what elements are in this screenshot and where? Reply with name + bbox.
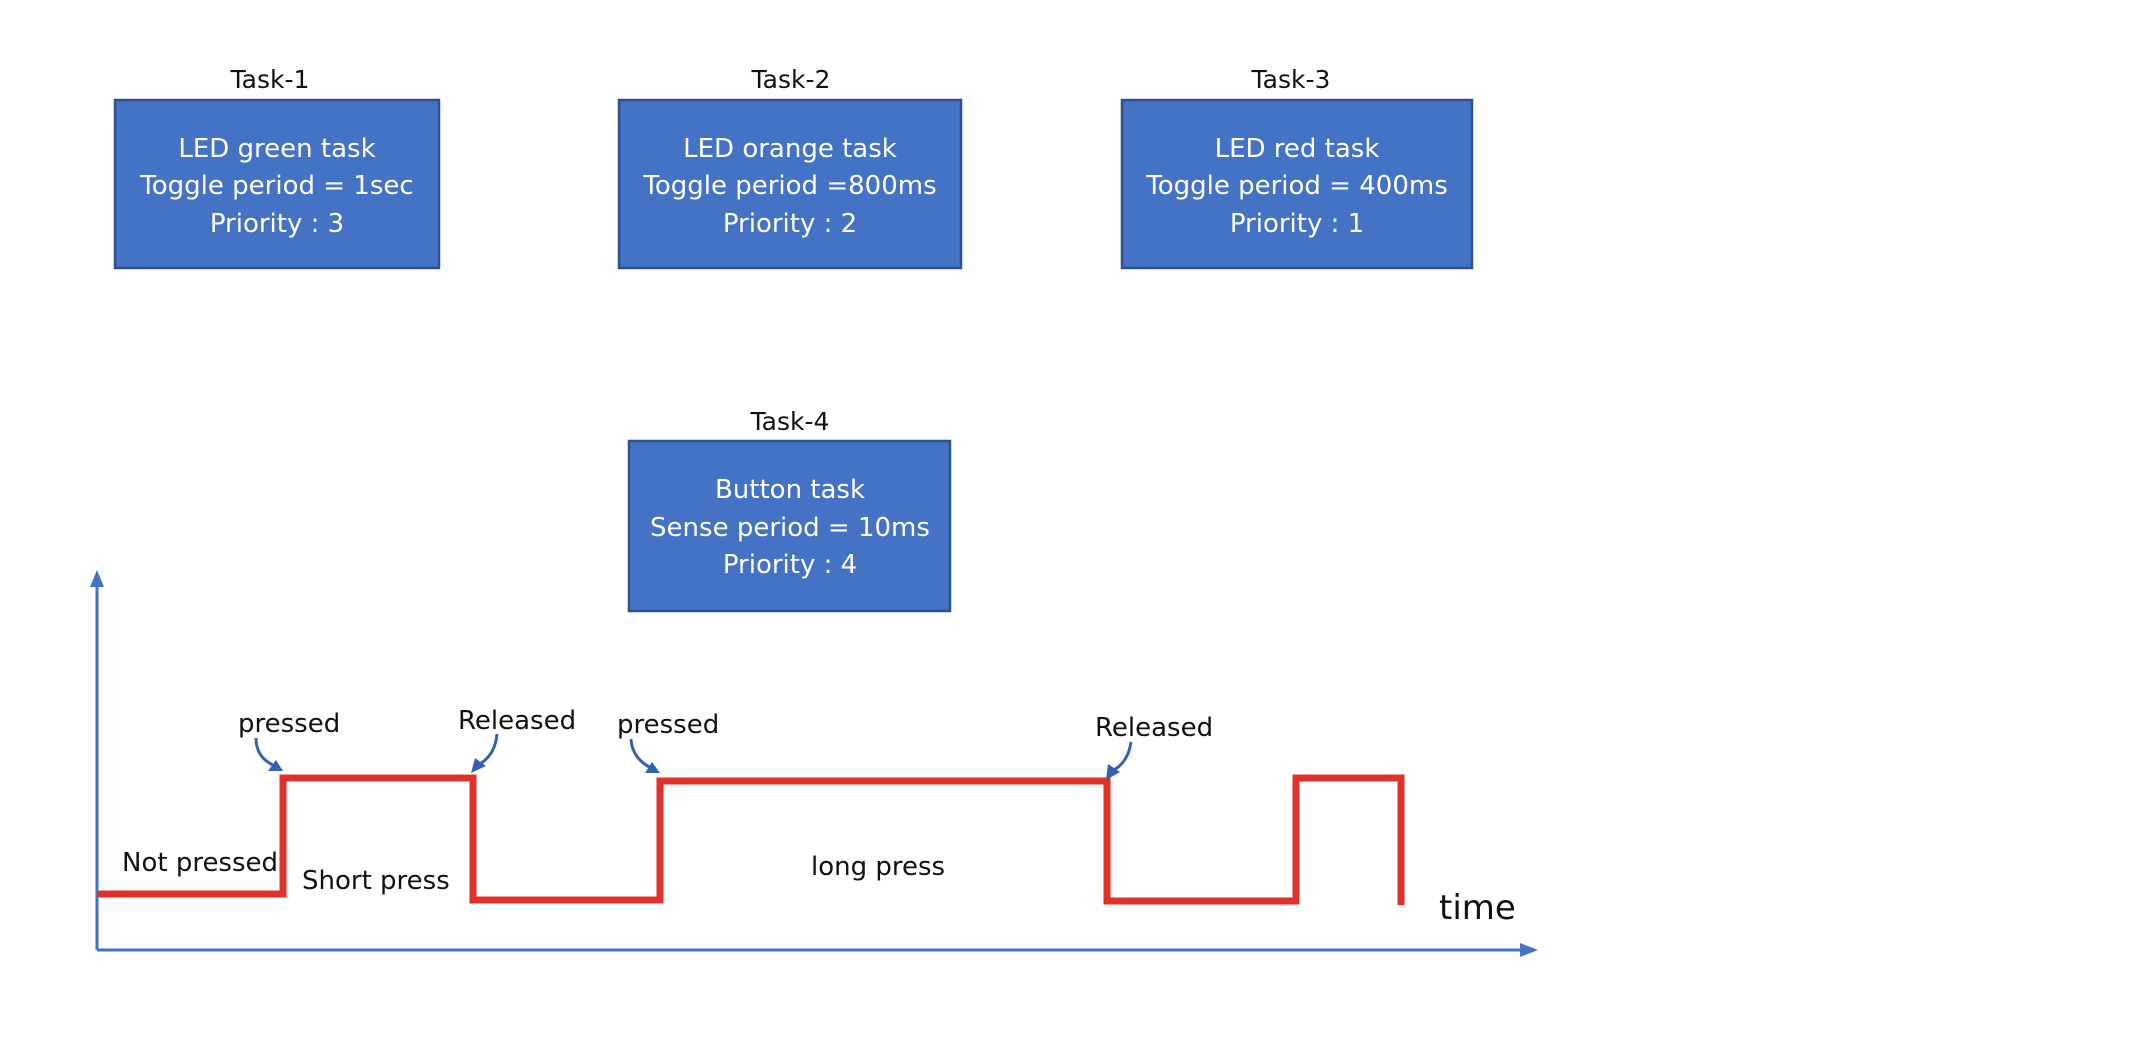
task-1-box [113,98,441,270]
pressed-arrow-2 [629,738,652,770]
task-4-period: Sense period = 10ms [650,513,930,543]
pressed-marker-1: pressed [238,709,340,771]
released-label-1: Released [458,706,576,736]
task-2-priority: Priority : 2 [723,209,857,239]
pressed-label-2: pressed [617,710,719,740]
time-axis-label: time [1439,888,1516,928]
x-axis-arrowhead [1520,943,1538,957]
task-1-name: LED green task [178,134,375,164]
task-4-title: Task-4 [750,407,830,436]
released-arrowhead-2 [1106,764,1120,780]
pressed-arrow-1 [254,737,276,768]
pressed-arrowhead-2 [645,762,660,773]
task-1-priority: Priority : 3 [210,209,344,239]
short-press-label: Short press [302,866,450,896]
task-1-period: Toggle period = 1sec [139,171,413,201]
released-marker-2: Released [1095,713,1213,780]
long-press-label: long press [811,852,945,882]
task-2-period: Toggle period =800ms [642,171,936,201]
pressed-arrowhead-1 [268,760,283,771]
not-pressed-label: Not pressed [122,848,278,878]
released-arrow-2 [1111,741,1133,773]
task-3-name: LED red task [1215,134,1380,164]
task-2-name: LED orange task [683,134,897,164]
task-4-name: Button task [715,475,865,505]
pressed-marker-2: pressed [617,710,719,773]
released-arrow-1 [477,733,499,767]
released-marker-1: Released [458,706,576,773]
pressed-label-1: pressed [238,709,340,739]
task-2-card: Task-2 LED orange task Toggle period =80… [617,65,963,270]
task-1-card: Task-1 LED green task Toggle period = 1s… [113,65,441,270]
task-4-box [627,439,952,613]
task-3-title: Task-3 [1251,65,1331,94]
task-1-title: Task-1 [230,65,310,94]
timing-axes [90,570,1538,957]
task-4-card: Task-4 Button task Sense period = 10ms P… [627,407,952,613]
task-3-card: Task-3 LED red task Toggle period = 400m… [1120,65,1474,270]
task-3-box [1120,98,1474,270]
released-arrowhead-1 [471,758,486,773]
released-label-2: Released [1095,713,1213,743]
button-signal-waveform [97,774,1405,905]
y-axis-arrowhead [90,570,104,587]
task-3-period: Toggle period = 400ms [1145,171,1448,201]
task-4-priority: Priority : 4 [723,550,857,580]
task-2-title: Task-2 [751,65,831,94]
task-2-box [617,98,963,270]
task-3-priority: Priority : 1 [1230,209,1364,239]
